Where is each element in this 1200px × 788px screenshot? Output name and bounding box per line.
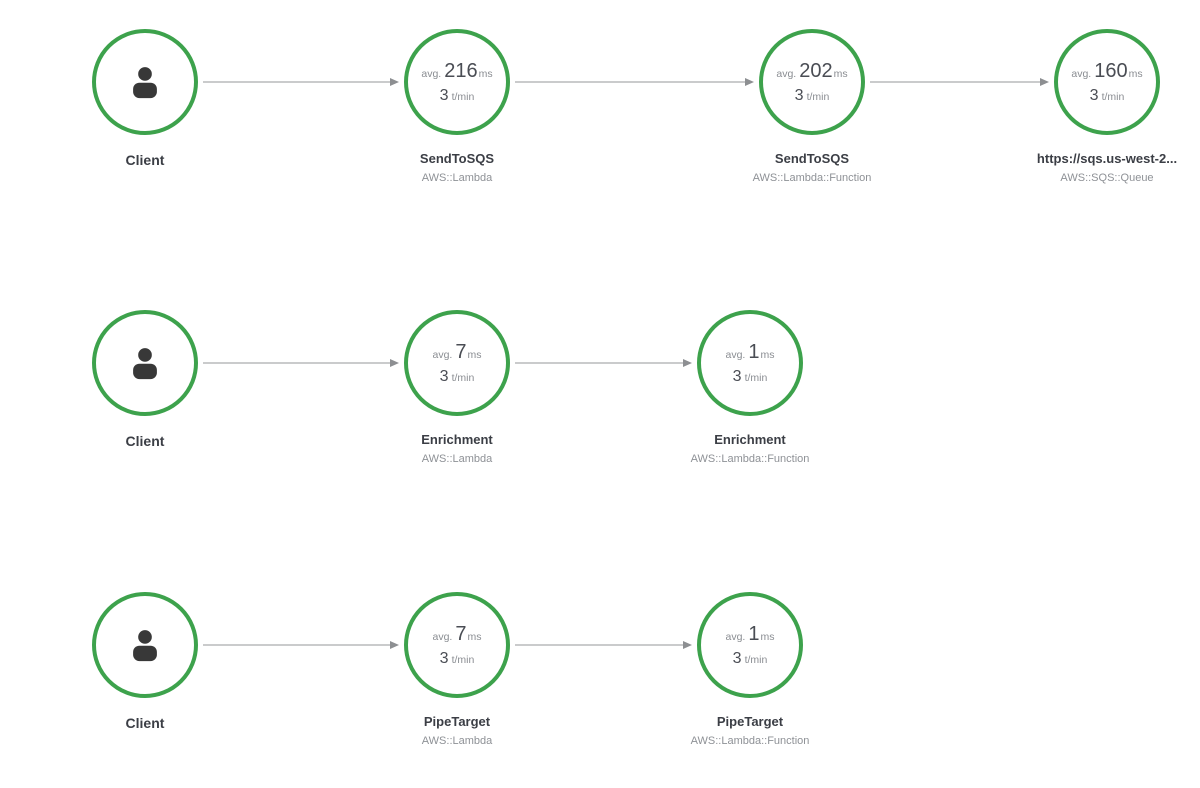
service-node-circle[interactable]: avg. 1 ms 3 t/min [697,592,803,698]
avg-prefix: avg. [421,67,442,80]
avg-latency: 160 [1094,59,1128,82]
service-node-circle[interactable]: avg. 216 ms 3 t/min [404,29,510,135]
person-icon [133,348,157,380]
node-type-label: AWS::Lambda::Function [690,734,810,747]
node-label: Enrichment [421,432,493,447]
avg-prefix: avg. [725,348,746,361]
avg-prefix: avg. [432,630,453,643]
avg-unit: ms [1128,67,1143,80]
rate-unit: t/min [744,371,768,384]
node-label: https://sqs.us-west-2... [1036,151,1178,166]
node-label: Client [125,433,165,449]
node-type-label: AWS::Lambda [421,171,493,184]
node-enrichment-function: avg. 1 ms 3 t/min Enrichment AWS::Lambda… [660,310,840,465]
rate-unit: t/min [1101,90,1125,103]
node-sqs-queue: avg. 160 ms 3 t/min https://sqs.us-west-… [1017,29,1197,184]
node-label: Client [125,152,165,168]
rate-value: 3 [1089,86,1099,104]
avg-unit: ms [467,348,482,361]
node-client-row1: Client [55,29,235,168]
node-label: SendToSQS [774,151,850,166]
node-sendtosqs-lambda: avg. 216 ms 3 t/min SendToSQS AWS::Lambd… [367,29,547,184]
rate-value: 3 [794,86,804,104]
client-node-circle[interactable] [92,29,198,135]
node-label: PipeTarget [716,714,784,729]
client-node-circle[interactable] [92,592,198,698]
node-label: PipeTarget [423,714,491,729]
service-node-circle[interactable]: avg. 1 ms 3 t/min [697,310,803,416]
rate-unit: t/min [451,90,475,103]
node-label: SendToSQS [419,151,495,166]
node-type-label: AWS::Lambda [421,452,493,465]
avg-latency: 216 [444,59,478,82]
node-label: Client [125,715,165,731]
rate-unit: t/min [451,371,475,384]
node-client-row3: Client [55,592,235,731]
node-type-label: AWS::Lambda::Function [752,171,872,184]
service-node-circle[interactable]: avg. 7 ms 3 t/min [404,310,510,416]
client-node-circle[interactable] [92,310,198,416]
node-pipetarget-lambda: avg. 7 ms 3 t/min PipeTarget AWS::Lambda [367,592,547,747]
avg-unit: ms [760,630,775,643]
rate-unit: t/min [806,90,830,103]
node-type-label: AWS::Lambda [421,734,493,747]
rate-unit: t/min [744,653,768,666]
rate-unit: t/min [451,653,475,666]
rate-value: 3 [732,367,742,385]
service-node-circle[interactable]: avg. 160 ms 3 t/min [1054,29,1160,135]
rate-value: 3 [439,86,449,104]
avg-prefix: avg. [1071,67,1092,80]
avg-prefix: avg. [725,630,746,643]
avg-prefix: avg. [776,67,797,80]
node-label: Enrichment [714,432,786,447]
avg-prefix: avg. [432,348,453,361]
node-sendtosqs-function: avg. 202 ms 3 t/min SendToSQS AWS::Lambd… [722,29,902,184]
person-icon [133,630,157,662]
node-type-label: AWS::Lambda::Function [690,452,810,465]
node-enrichment-lambda: avg. 7 ms 3 t/min Enrichment AWS::Lambda [367,310,547,465]
service-node-circle[interactable]: avg. 202 ms 3 t/min [759,29,865,135]
avg-latency: 202 [799,59,833,82]
rate-value: 3 [439,649,449,667]
avg-latency: 7 [455,340,467,363]
avg-latency: 1 [748,622,760,645]
avg-latency: 1 [748,340,760,363]
node-type-label: AWS::SQS::Queue [1060,171,1154,184]
avg-unit: ms [478,67,493,80]
rate-value: 3 [439,367,449,385]
avg-latency: 7 [455,622,467,645]
avg-unit: ms [467,630,482,643]
avg-unit: ms [833,67,848,80]
avg-unit: ms [760,348,775,361]
person-icon [133,67,157,99]
service-node-circle[interactable]: avg. 7 ms 3 t/min [404,592,510,698]
node-pipetarget-function: avg. 1 ms 3 t/min PipeTarget AWS::Lambda… [660,592,840,747]
rate-value: 3 [732,649,742,667]
node-client-row2: Client [55,310,235,449]
